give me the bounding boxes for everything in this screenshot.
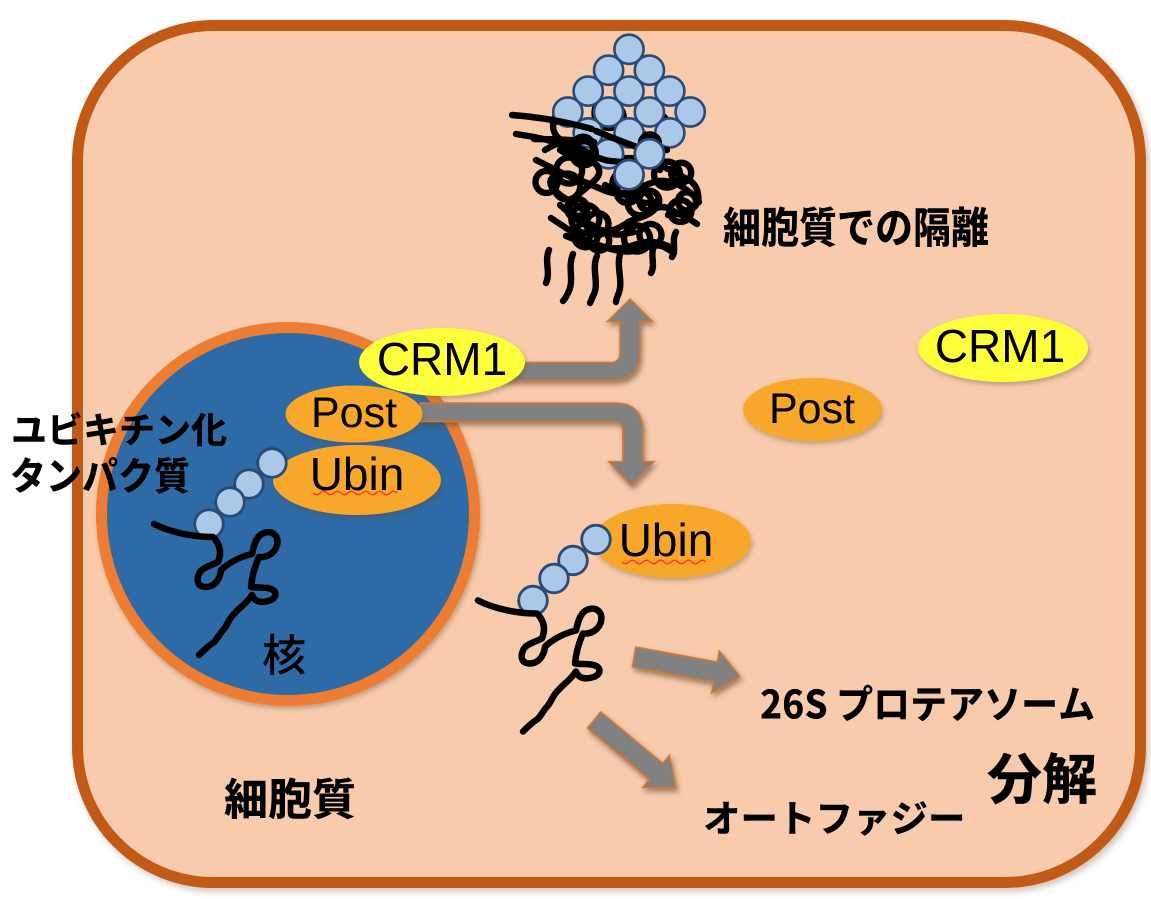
svg-text:Post: Post — [311, 389, 397, 437]
svg-text:Post: Post — [769, 385, 855, 433]
svg-text:CRM1: CRM1 — [935, 320, 1065, 372]
svg-text:CRM1: CRM1 — [377, 333, 507, 385]
svg-text:Ubin: Ubin — [619, 514, 714, 566]
